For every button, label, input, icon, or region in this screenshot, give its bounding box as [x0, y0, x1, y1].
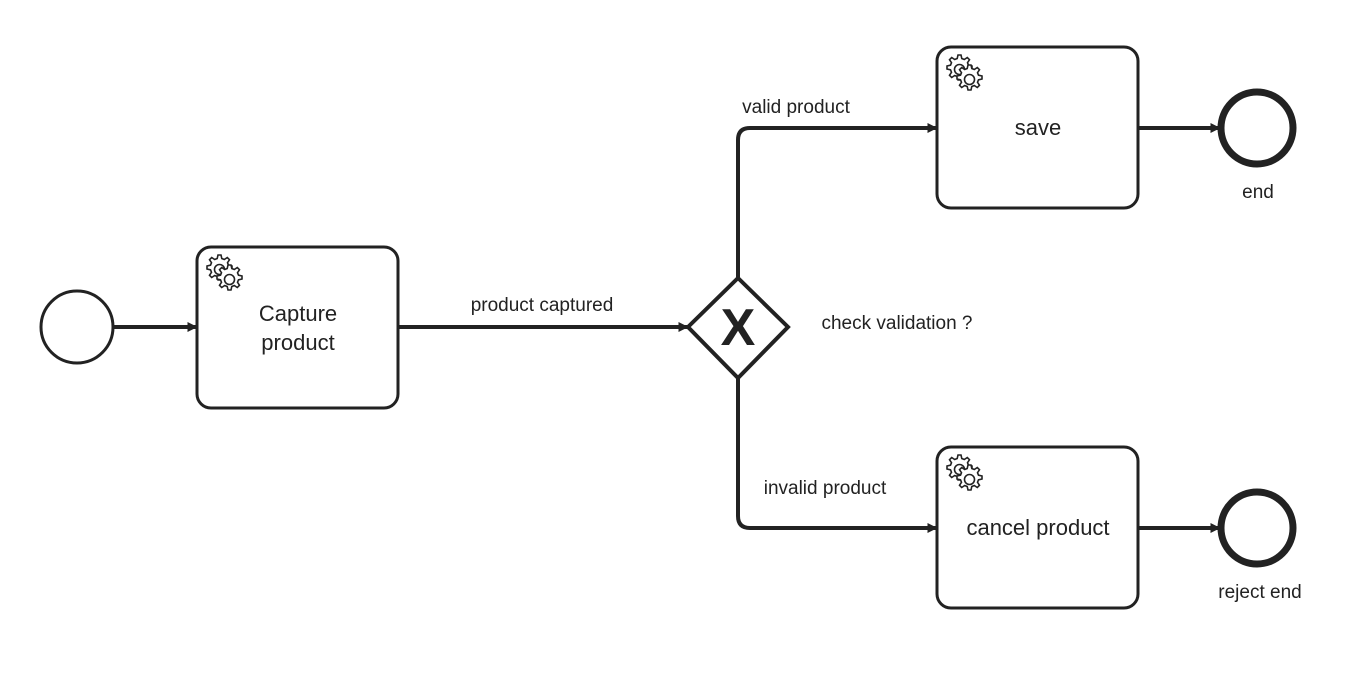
task-capture-label-line1: Capture — [259, 301, 337, 326]
gateway-label: check validation ? — [821, 313, 972, 334]
flow-label-invalid-product: invalid product — [764, 478, 887, 499]
flow-valid-product[interactable] — [736, 123, 938, 278]
exclusive-gateway[interactable]: X — [685, 275, 791, 381]
reject-end-event[interactable] — [1217, 488, 1297, 568]
start-event[interactable] — [39, 289, 115, 365]
reject-end-event-label: reject end — [1218, 582, 1301, 603]
flow-invalid-product[interactable] — [736, 378, 938, 533]
gateway-x-marker: X — [721, 299, 756, 357]
task-capture-product[interactable]: Capture product — [195, 245, 400, 410]
task-cancel-label: cancel product — [966, 515, 1109, 540]
task-save[interactable]: save — [935, 45, 1140, 210]
flow-label-valid-product: valid product — [742, 97, 850, 118]
end-event[interactable] — [1217, 88, 1297, 168]
flow-label-product-captured: product captured — [471, 295, 614, 316]
task-save-label: save — [1015, 115, 1061, 140]
task-capture-label-line2: product — [261, 330, 334, 355]
task-cancel-product[interactable]: cancel product — [935, 445, 1140, 610]
end-event-label: end — [1242, 182, 1274, 203]
